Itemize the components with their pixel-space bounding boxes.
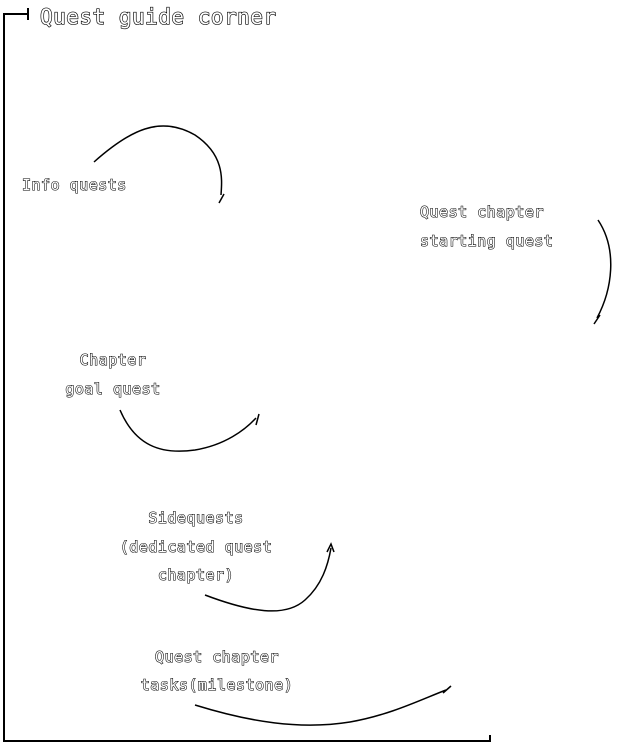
label-tasks-line1: Quest chapter <box>155 648 279 666</box>
diagram-title: Quest guide corner <box>40 5 277 29</box>
label-goal-line1: Chapter <box>80 351 147 369</box>
arrow-start <box>596 219 612 319</box>
arrowhead-icon <box>255 413 260 426</box>
label-side-line1: Sidequests <box>148 509 243 527</box>
label-goal-line2: goal quest <box>65 380 160 398</box>
label-start-line2: starting quest <box>420 232 553 250</box>
arrow-tasks <box>194 689 447 726</box>
arrow-goal <box>119 409 257 452</box>
arrow-info <box>93 125 223 196</box>
label-tasks-line2: tasks(milestone) <box>141 676 294 694</box>
label-info-quests: Info quests <box>22 176 127 194</box>
arrowhead-icon <box>442 685 452 694</box>
corner-frame <box>3 8 491 742</box>
label-start-line1: Quest chapter <box>420 203 544 221</box>
arrowhead-icon <box>326 542 335 553</box>
arrow-side <box>204 547 332 612</box>
label-side-line2: (dedicated quest <box>120 538 273 556</box>
arrowhead-icon <box>593 314 601 325</box>
arrowhead-icon <box>218 193 225 204</box>
label-side-line3: chapter) <box>158 566 234 584</box>
